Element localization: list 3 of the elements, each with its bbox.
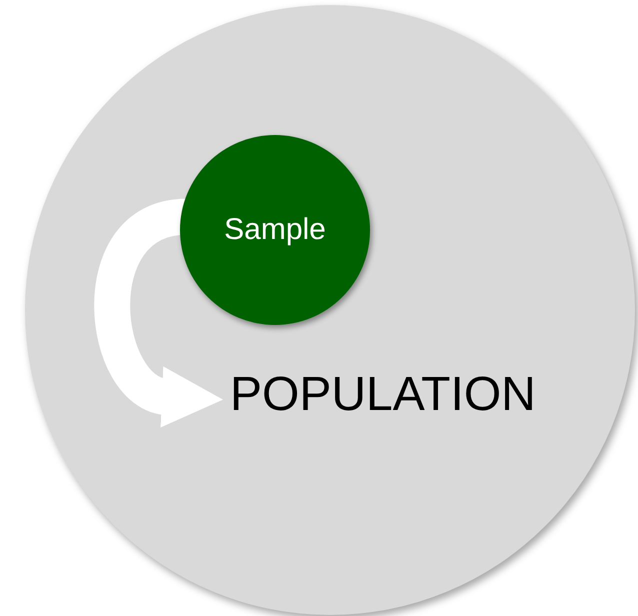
population-label: POPULATION [230, 367, 536, 422]
circle-label: Sample [224, 213, 326, 247]
curved-arrow [94, 198, 222, 426]
